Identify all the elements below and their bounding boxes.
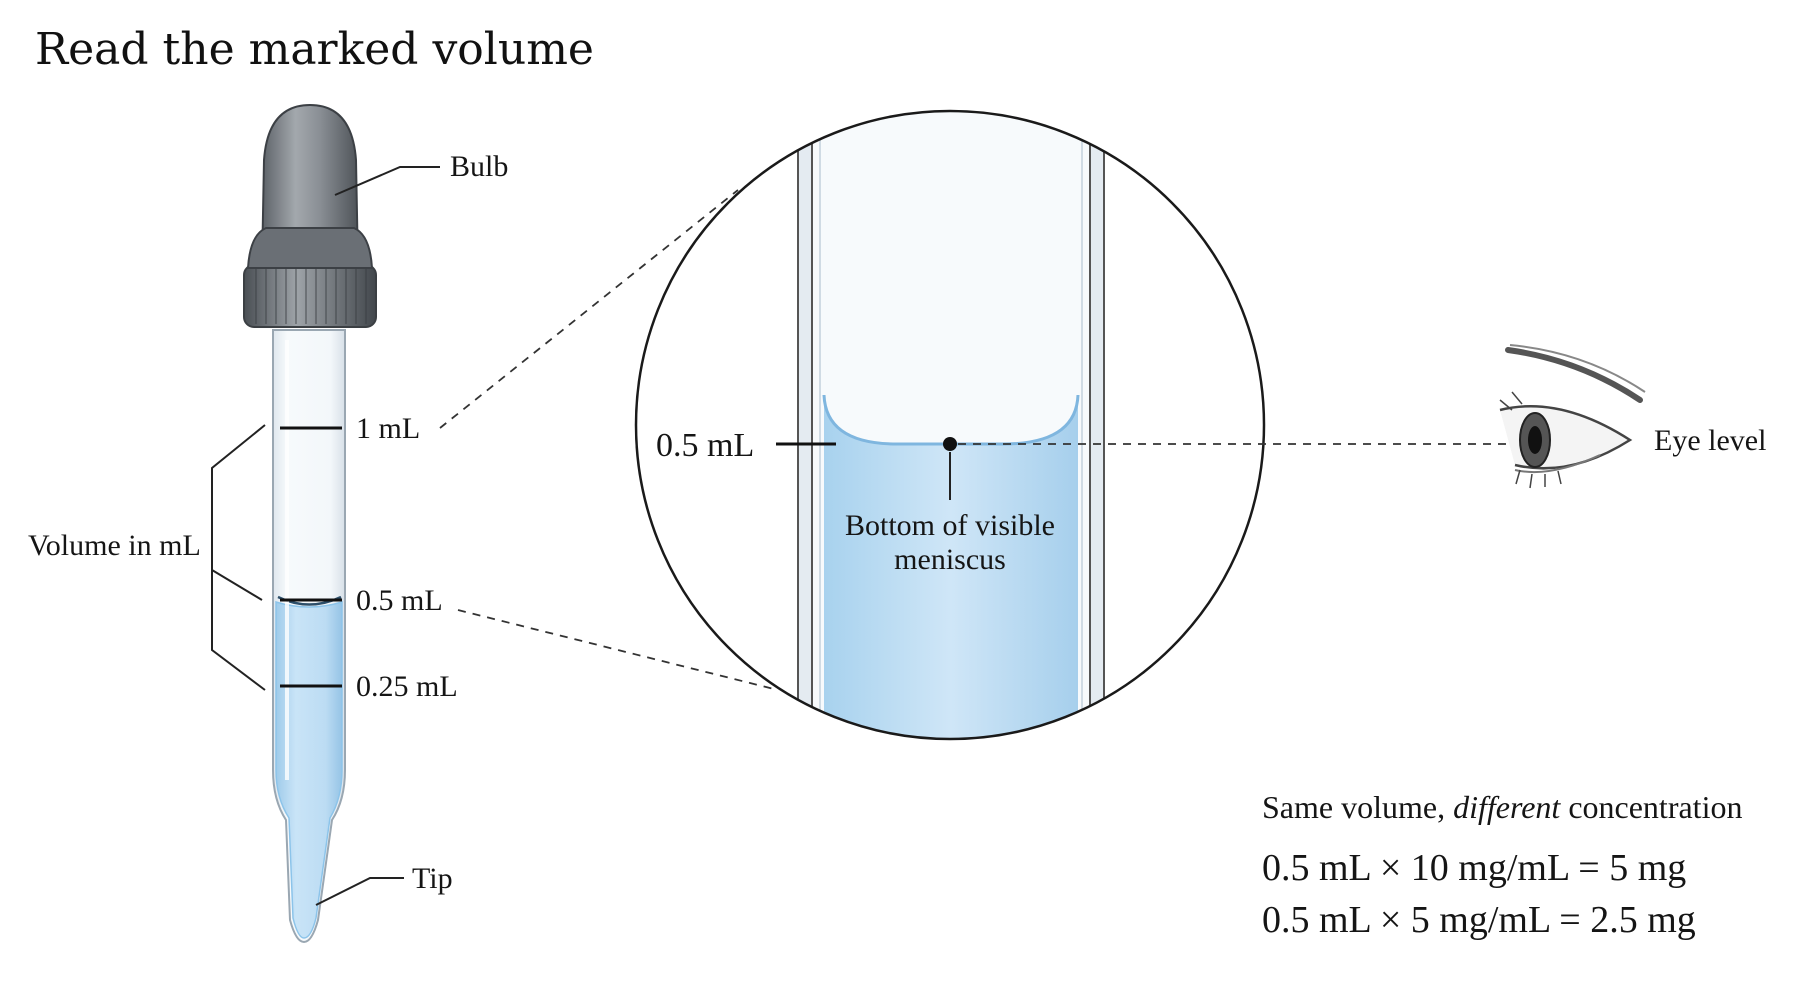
zoom-mark-label: 0.5 mL: [656, 427, 754, 464]
zoom-line-top: [439, 189, 739, 429]
meniscus-label-line1: Bottom of visible: [845, 509, 1055, 542]
heading-post: concentration: [1560, 789, 1742, 825]
volume-label: Volume in mL: [28, 529, 201, 562]
formula-1: 0.5 mL × 10 mg/mL = 5 mg: [1262, 847, 1686, 889]
zoom-liquid: [824, 395, 1078, 739]
bulb-label: Bulb: [450, 150, 508, 183]
page-title: Read the marked volume: [35, 24, 594, 75]
volume-bracket: [211, 424, 266, 691]
zoom-line-bottom: [457, 609, 779, 691]
graduation-label-2: 0.25 mL: [356, 670, 458, 703]
concentration-heading: Same volume, different concentration: [1262, 789, 1742, 825]
eye-level-label: Eye level: [1654, 424, 1766, 457]
graduation-label-0: 1 mL: [356, 412, 420, 445]
tip-leader: [315, 877, 404, 906]
eye-icon: [1499, 344, 1646, 489]
graduation-label-1: 0.5 mL: [356, 584, 443, 617]
magnifier-circle: [634, 109, 1266, 741]
heading-italic: different: [1453, 789, 1561, 825]
meniscus-point: [943, 437, 957, 451]
meniscus-label-line2: meniscus: [894, 543, 1006, 576]
formula-2: 0.5 mL × 5 mg/mL = 2.5 mg: [1262, 899, 1696, 941]
magnifier: 0.5 mL Bottom of visible meniscus: [634, 109, 1266, 741]
heading-pre: Same volume,: [1262, 789, 1453, 825]
bulb-leader: [334, 166, 440, 196]
tip-label: Tip: [412, 862, 453, 895]
dropper: 1 mL 0.5 mL 0.25 mL: [243, 103, 458, 944]
